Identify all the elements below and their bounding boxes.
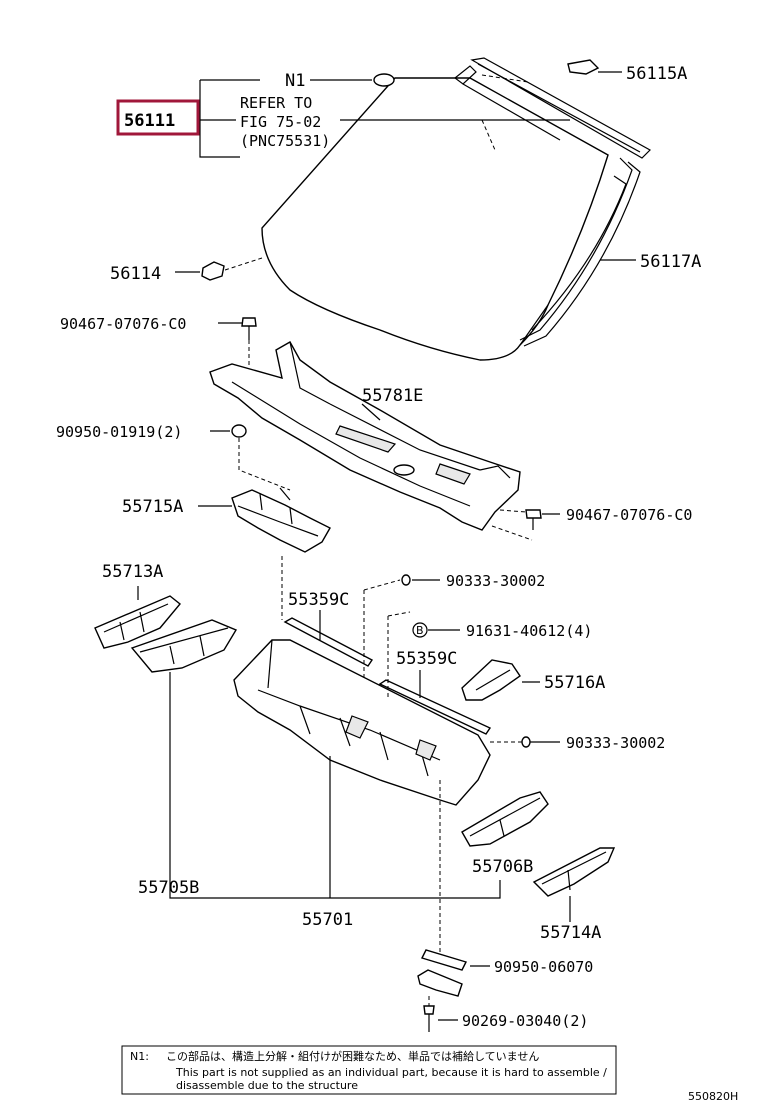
bracket-55715a: [198, 487, 331, 620]
dashed-guide-91631: [387, 611, 411, 700]
bolt-90269-03040: [423, 996, 458, 1032]
seal-55359c-a: [283, 610, 374, 667]
clip-56114: [201, 257, 263, 281]
label-refer-to: REFER TO: [240, 94, 312, 112]
pad-90950-06070: [421, 949, 490, 971]
label-55359c-b[interactable]: 55359C: [396, 649, 457, 669]
highlight-box-56111: [116, 99, 200, 136]
label-fig-ref: FIG 75-02: [240, 113, 321, 131]
label-55714a[interactable]: 55714A: [540, 923, 601, 943]
label-n1: N1: [285, 71, 305, 91]
note-box: [121, 1045, 617, 1095]
note-tag: N1:: [130, 1050, 149, 1063]
label-56111[interactable]: 56111: [124, 111, 175, 131]
screw-90467-a: [241, 317, 257, 368]
windshield-glass: [261, 77, 609, 361]
b-marker-circle: [412, 622, 428, 638]
leader-55781e: [361, 403, 381, 421]
note-english-line2: disassemble due to the structure: [176, 1079, 358, 1092]
label-90333-a[interactable]: 90333-30002: [446, 572, 545, 590]
dashed-guides-top: [481, 74, 529, 151]
note-english-line1: This part is not supplied as an individu…: [175, 1066, 607, 1079]
label-90467-a[interactable]: 90467-07076-C0: [60, 315, 186, 333]
label-55706b[interactable]: 55706B: [472, 857, 533, 877]
plug-90333-b: [521, 736, 531, 748]
label-90333-b[interactable]: 90333-30002: [566, 734, 665, 752]
label-56115a[interactable]: 56115A: [626, 64, 687, 84]
note-japanese: この部品は、構造上分解・組付けが困難なため、単品では補給していません: [166, 1049, 539, 1063]
label-90950-06070[interactable]: 90950-06070: [494, 958, 593, 976]
label-55781e[interactable]: 55781E: [362, 386, 423, 406]
clip-90950-01919: [210, 424, 291, 491]
label-55701[interactable]: 55701: [302, 910, 353, 930]
upper-molding: [454, 57, 651, 159]
figure-id: 550820H: [688, 1090, 738, 1103]
bracket-55714a: [532, 847, 616, 922]
label-90950-01919[interactable]: 90950-01919(2): [56, 423, 182, 441]
label-55713a[interactable]: 55713A: [102, 562, 163, 582]
grommet-n1: [373, 73, 395, 87]
label-56114[interactable]: 56114: [110, 264, 161, 284]
cowl-top-panel: [209, 341, 521, 531]
label-56117a[interactable]: 56117A: [640, 252, 701, 272]
cowl-panel-55701: [233, 639, 491, 898]
bracket-56111: [199, 79, 260, 158]
bracket-lower: [417, 969, 463, 997]
bracket-55706b: [461, 791, 549, 847]
label-91631-40612[interactable]: 91631-40612(4): [466, 622, 592, 640]
label-55359c-a[interactable]: 55359C: [288, 590, 349, 610]
screw-90467-b: [491, 509, 560, 541]
label-pnc: (PNC75531): [240, 132, 330, 150]
label-90467-b[interactable]: 90467-07076-C0: [566, 506, 692, 524]
bracket-55716a: [461, 659, 540, 701]
plug-90333-a: [401, 574, 411, 586]
bracket-55705b: [130, 619, 501, 899]
b-marker-label: B: [416, 624, 424, 637]
label-55716a[interactable]: 55716A: [544, 673, 605, 693]
bracket-55713a: [94, 586, 181, 649]
seal-55359c-b: [378, 670, 492, 735]
label-55715a[interactable]: 55715A: [122, 497, 183, 517]
label-55705b[interactable]: 55705B: [138, 878, 199, 898]
label-90269-03040[interactable]: 90269-03040(2): [462, 1012, 588, 1030]
dashed-guide-90333a: [363, 579, 401, 680]
